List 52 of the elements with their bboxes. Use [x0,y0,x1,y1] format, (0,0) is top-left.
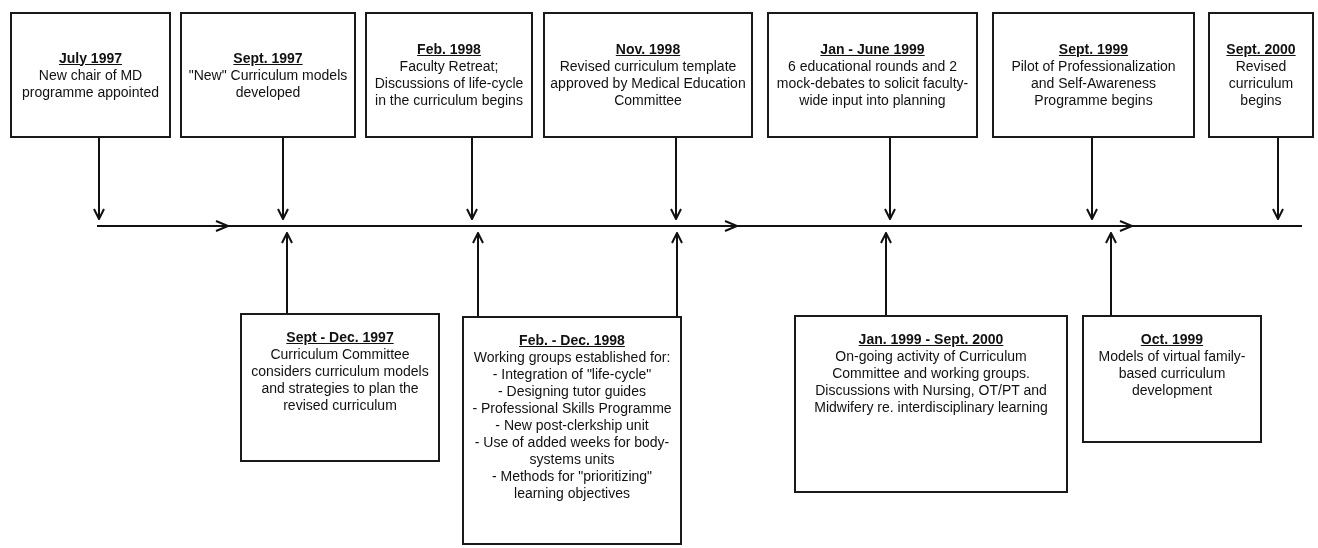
event-box [365,12,533,138]
event-description: On-going activity of Curriculum Committee and working groups. Discussions with Nursing, OT/PT and Midwifery re. interdisciplinary learning [813,348,1049,416]
date-heading: July 1997 [58,49,123,67]
event-description: 6 educational rounds and 2 mock-debates to solicit faculty-wide input into planning [775,58,970,109]
event-box [767,12,978,138]
event-box [543,12,753,138]
arrow [93,137,105,220]
event-box [462,316,682,545]
event-box [992,12,1195,138]
date-heading: Feb. - Dec. 1998 [519,332,625,349]
arrow [1272,137,1284,220]
event-box [1082,315,1262,443]
date-heading: Sept. 2000 [1226,41,1296,58]
arrow [281,232,293,314]
event-description: - Use of added weeks for body-systems units [473,434,671,468]
event-description: "New" Curriculum models developed [187,66,349,101]
date-heading: Nov. 1998 [615,41,681,58]
date-heading: Sept. 1999 [1058,41,1129,58]
event-description: - New post-clerkship unit [495,417,649,434]
event-description: - Professional Skills Programme [472,400,672,417]
arrow [880,232,892,316]
event-box [10,12,171,138]
date-heading: Sept - Dec. 1997 [286,329,394,346]
event-box [240,313,440,462]
arrow [466,137,478,220]
arrow [1105,232,1117,316]
event-description: Revised curriculum template approved by Medical Education Committee [549,58,747,109]
date-heading: Oct. 1999 [1140,331,1204,348]
date-heading: Jan - June 1999 [820,41,925,58]
event-description: Models of virtual family-based curriculum development [1097,348,1247,399]
arrow [670,137,682,220]
event-description: Pilot of Professionalization and Self-Awareness Programme begins [1010,58,1177,109]
event-box [180,12,356,138]
arrow [472,232,484,317]
event-box [794,315,1068,493]
event-description: - Integration of "life-cycle" [492,366,652,383]
arrow [277,137,289,220]
event-description: New chair of MD programme appointed [21,66,160,101]
date-heading: Feb. 1998 [417,41,481,58]
event-description: - Designing tutor guides [498,383,646,400]
arrow [1086,137,1098,220]
arrow [671,232,683,317]
event-box [1208,12,1314,138]
arrow [884,137,896,220]
event-description: Faculty Retreat; Discussions of life-cycle in the curriculum begins [373,58,525,109]
event-description: Curriculum Committee considers curriculum models and strategies to plan the revised curriculum [250,346,430,414]
timeline-axis [97,219,1302,233]
event-description: Working groups established for: [473,349,671,366]
event-description: Revised curriculum begins [1227,58,1295,109]
date-heading: Sept. 1997 [233,49,303,67]
date-heading: Jan. 1999 - Sept. 2000 [858,331,1004,348]
event-description: - Methods for "prioritizing" learning objectives [490,468,654,502]
